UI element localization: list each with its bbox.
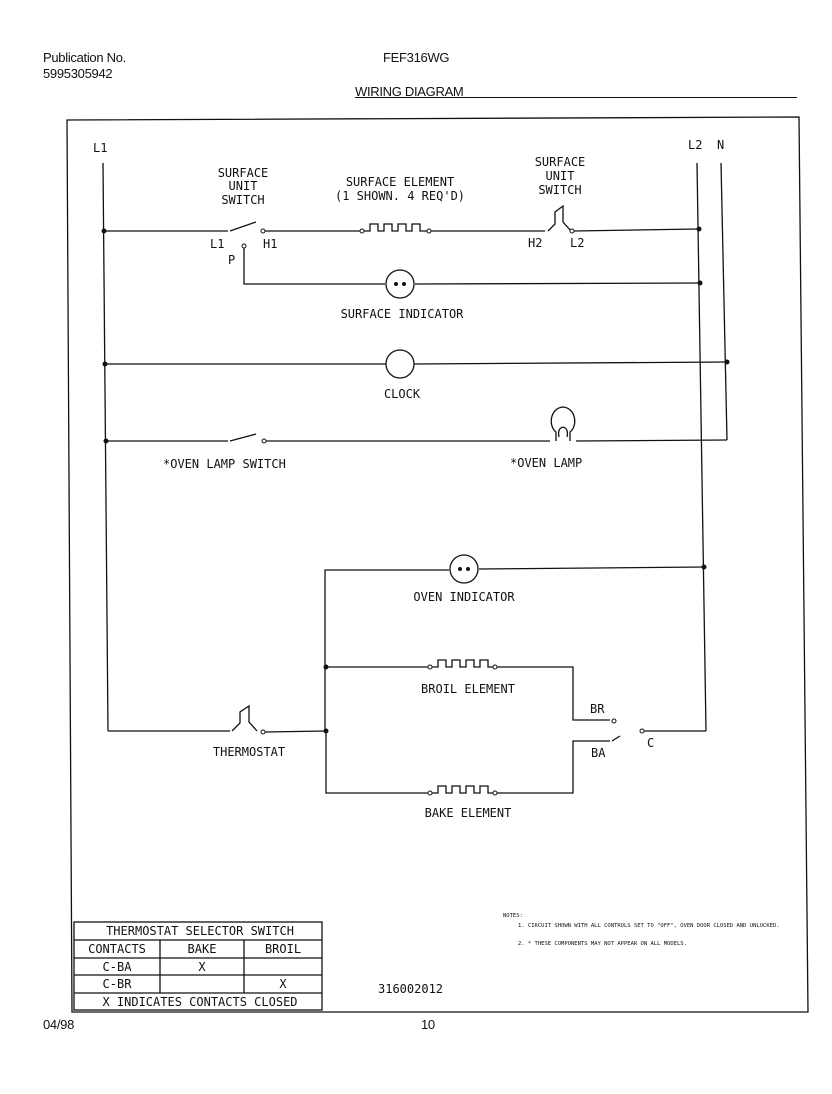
oven-lamp-icon [550,406,576,441]
notes-heading: NOTES: [503,913,523,919]
surface-element-icon [364,223,427,232]
publication-label: Publication No. [43,50,126,65]
terminal-l1: L1 [210,237,224,251]
svg-text:SWITCH: SWITCH [221,193,264,207]
surface-switch-left-label: SURFACE UNIT SWITCH [218,166,269,207]
note-1: 1. CIRCUIT SHOWN WITH ALL CONTROLS SET T… [518,923,780,929]
svg-text:UNIT: UNIT [546,169,575,183]
oven-circuit [108,554,707,796]
selector-table-title: THERMOSTAT SELECTOR SWITCH [106,924,294,938]
rail-l1 [102,162,109,732]
thermostat-icon [231,704,258,732]
oven-indicator-icon [449,554,479,584]
oven-lamp-circuit [103,406,728,444]
footer-date: 04/98 [43,1017,75,1032]
selector-terminal-c: C [647,736,654,750]
surface-element-label: SURFACE ELEMENT (1 SHOWN. 4 REQ'D) [335,175,465,203]
selector-row-cbr-broil: X [279,977,287,991]
selector-col-contacts: CONTACTS [88,942,146,956]
oven-lamp-label: *OVEN LAMP [510,456,582,470]
svg-text:SURFACE: SURFACE [218,166,269,180]
bake-element-label: BAKE ELEMENT [425,806,512,820]
rail-l1-label: L1 [93,141,107,155]
surface-switch-left [229,221,257,232]
surface-indicator-circuit [241,243,703,299]
part-number: 316002012 [378,982,443,996]
surface-indicator-label: SURFACE INDICATOR [341,307,465,321]
selector-table: THERMOSTAT SELECTOR SWITCH CONTACTS BAKE… [73,921,323,1011]
footer-page-number: 10 [421,1017,435,1032]
selector-terminal-ba: BA [591,746,606,760]
selector-terminal-br: BR [590,702,605,716]
terminal-h2: H2 [528,236,542,250]
model-number: FEF316WG [383,50,450,65]
rail-l2 [696,162,707,732]
selector-col-bake: BAKE [188,942,217,956]
publication-number: 5995305942 [43,66,113,81]
surface-switch-right [547,204,572,232]
clock-icon [385,349,415,379]
terminal-l2: L2 [570,236,584,250]
rail-l2-label: L2 [688,138,702,152]
thermostat-label: THERMOSTAT [213,745,285,759]
oven-lamp-switch-label: *OVEN LAMP SWITCH [163,457,286,471]
broil-element-icon [432,659,493,668]
terminal-p: P [228,253,235,267]
svg-text:SURFACE: SURFACE [535,155,586,169]
oven-lamp-switch-icon [229,433,257,442]
notes: NOTES: 1. CIRCUIT SHOWN WITH ALL CONTROL… [503,913,780,947]
bake-element-icon [432,785,493,794]
svg-text:SWITCH: SWITCH [538,183,581,197]
diagram-frame [66,116,809,1013]
terminal-h1: H1 [263,237,277,251]
surface-element-circuit [101,204,702,234]
rail-n [720,162,728,441]
surface-switch-right-label: SURFACE UNIT SWITCH [535,155,586,197]
selector-table-footer: X INDICATES CONTACTS CLOSED [102,995,297,1009]
svg-text:(1 SHOWN. 4 REQ'D): (1 SHOWN. 4 REQ'D) [335,189,465,203]
clock-label: CLOCK [384,387,421,401]
clock-circuit [102,349,730,379]
diagram-title: WIRING DIAGRAM [355,84,464,99]
selector-row-cba-bake: X [198,960,206,974]
selector-row-cbr-contacts: C-BR [103,977,133,991]
header-rule [355,97,797,98]
surface-indicator-icon [385,269,415,299]
rail-n-label: N [717,138,724,152]
selector-row-cba-contacts: C-BA [103,960,133,974]
oven-indicator-label: OVEN INDICATOR [413,590,515,604]
broil-element-label: BROIL ELEMENT [421,682,515,696]
note-2: 2. * THESE COMPONENTS MAY NOT APPEAR ON … [518,941,687,947]
svg-text:UNIT: UNIT [229,179,258,193]
selector-col-broil: BROIL [265,942,301,956]
svg-text:SURFACE ELEMENT: SURFACE ELEMENT [346,175,454,189]
